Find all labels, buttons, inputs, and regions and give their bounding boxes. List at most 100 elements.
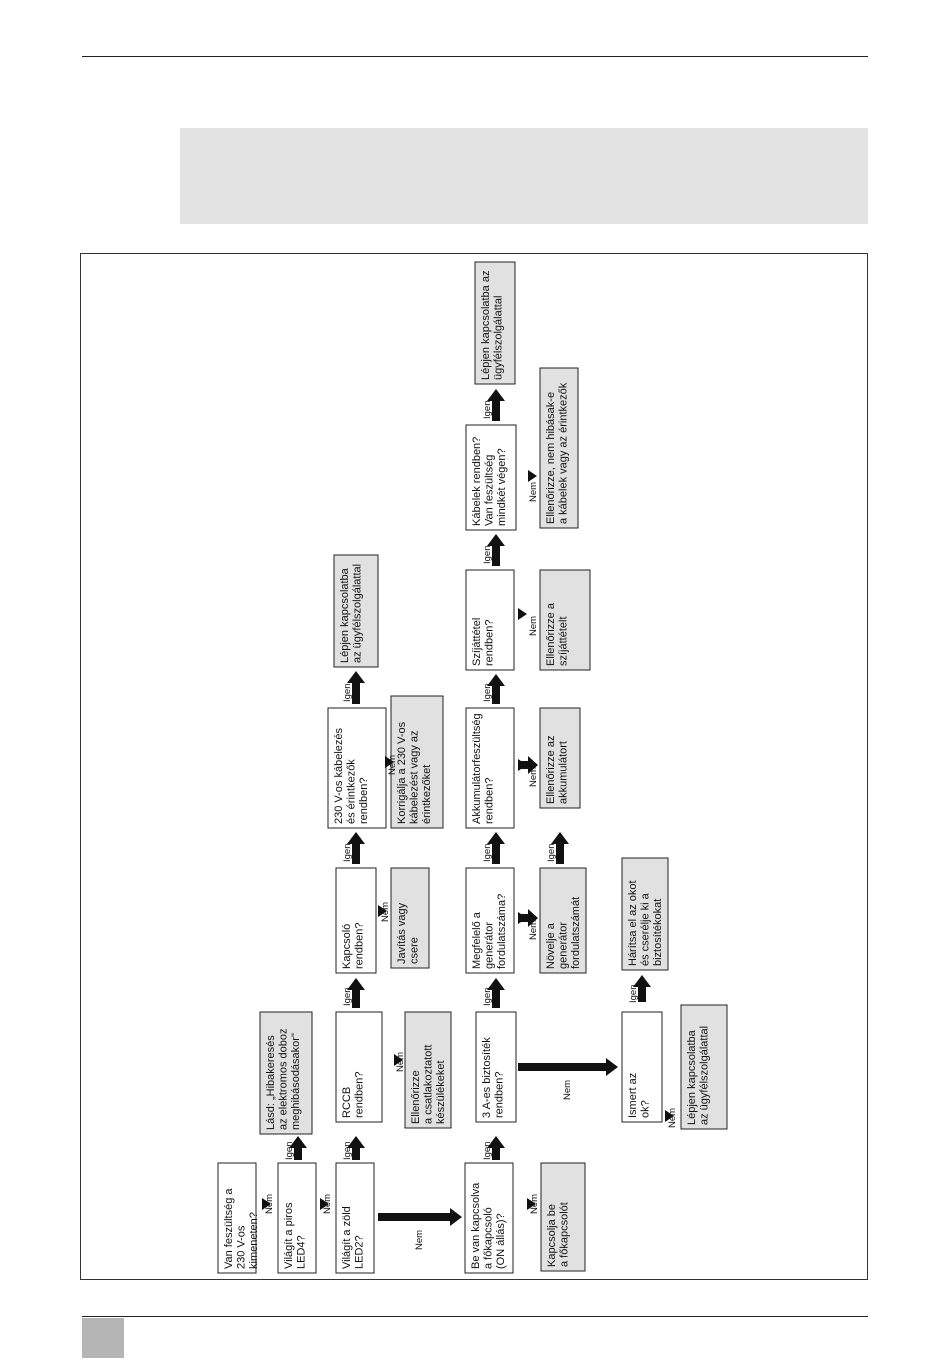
node-n7-text: 230 V-os kábelezésés érintkezőkrendben? — [333, 727, 370, 824]
node-a6: Javítás vagycsere — [390, 867, 430, 969]
node-a7: Korrigálja a 230 V-oskábelezést vagy azé… — [390, 695, 444, 829]
node-n11: Akkumulátorfeszültségrendben? — [465, 707, 515, 829]
label-no: Nem — [528, 920, 539, 940]
node-n7-box — [327, 707, 387, 829]
node-n2-text: Világít a pirosLED4? — [283, 1202, 308, 1269]
node-a5: Ellenőrizzea csatlakoztatottkészülékeket — [404, 1011, 452, 1129]
no-arrow — [518, 608, 527, 620]
label-no: Nem — [380, 902, 391, 922]
node-a9n-box — [680, 1004, 728, 1130]
node-n9: Ismert azok? — [621, 1011, 663, 1123]
label-yes: Igen — [628, 985, 639, 1004]
header-gray-band — [180, 128, 868, 224]
node-a6-text: Javítás vagycsere — [396, 902, 421, 964]
node-a12: Ellenőrizze aszíjáttételt — [539, 569, 591, 671]
node-a11-text: Ellenőrizze azakkumulátort — [545, 736, 570, 804]
node-n13: Kábelek rendben?Van feszültségmindkét vé… — [465, 424, 517, 531]
yes-arrow — [487, 978, 505, 1008]
node-a13: Ellenőrizze, nem hibásak-ea kábelek vagy… — [539, 367, 579, 529]
node-n4-box — [464, 1162, 514, 1274]
node-n2: Világít a pirosLED4? — [277, 1162, 317, 1274]
node-n10: Megfelelő agenerátorfordulatszáma? — [465, 867, 515, 974]
label-yes: Igen — [482, 844, 493, 863]
node-a10-box — [539, 867, 587, 974]
node-a2-text: Lásd: „Hibakeresésaz elektromos dobozmeg… — [265, 1029, 302, 1131]
top-rule — [82, 56, 868, 57]
node-a10-text: Növelje agenerátorfordulatszámát — [545, 897, 582, 969]
yes-arrow — [487, 389, 505, 421]
node-n6-box — [335, 867, 377, 974]
label-yes: Igen — [342, 844, 353, 863]
no-arrow-long — [518, 1058, 618, 1076]
node-n8: 3 A-es biztosítékrendben? — [475, 1011, 517, 1123]
yes-arrow — [289, 1136, 307, 1160]
node-n13-text: Kábelek rendben?Van feszültségmindkét vé… — [471, 437, 508, 526]
node-n10-box — [465, 867, 515, 974]
no-arrow — [320, 1198, 329, 1210]
no-arrow — [385, 756, 394, 768]
yes-arrow — [347, 1136, 365, 1160]
yes-arrow — [551, 832, 569, 864]
node-n1-text: Van feszültség a230 V-oskimeneten? — [223, 1188, 260, 1269]
no-arrow-large — [518, 909, 538, 927]
yes-arrow — [487, 832, 505, 864]
node-n13-box — [465, 424, 517, 531]
node-a7y-text: Lépjen kapcsolatbaaz ügyfélszolgálattal — [339, 564, 364, 663]
node-n10-text: Megfelelő agenerátorfordulatszáma? — [471, 894, 508, 969]
label-yes: Igen — [482, 401, 493, 420]
label-yes: Igen — [482, 1142, 493, 1161]
node-a7y: Lépjen kapcsolatbaaz ügyfélszolgálattal — [333, 554, 379, 668]
label-no: Nem — [414, 1230, 425, 1250]
label-no: Nem — [264, 1194, 275, 1214]
label-no: Nem — [528, 616, 539, 636]
yes-arrow — [347, 671, 365, 704]
node-a10: Növelje agenerátorfordulatszámát — [539, 867, 587, 974]
label-yes: Igen — [546, 844, 557, 863]
label-yes: Igen — [482, 988, 493, 1007]
node-a13-box — [539, 367, 579, 529]
yes-arrow — [633, 975, 651, 1002]
yes-arrow — [487, 534, 505, 566]
node-a9y-text: Hárítsa el az okotés cserélje ki abiztos… — [627, 880, 664, 966]
no-arrow — [527, 1198, 536, 1210]
node-a5-text: Ellenőrizzea csatlakoztatottkészülékeket — [410, 1045, 447, 1125]
yes-arrow — [347, 978, 365, 1008]
label-yes: Igen — [482, 684, 493, 703]
label-no: Nem — [322, 1194, 333, 1214]
node-a13y: Lépjen kapcsolatba azügyfélszolgálattal — [474, 261, 516, 385]
label-yes: Igen — [342, 988, 353, 1007]
label-no: Nem — [562, 1080, 573, 1100]
node-n5: RCCBrendben? — [335, 1011, 383, 1123]
node-a9n: Lépjen kapcsolatbaaz ügyfélszolgálattal — [680, 1004, 728, 1130]
node-n5-text: RCCBrendben? — [341, 1072, 366, 1119]
node-n6: Kapcsolórendben? — [335, 867, 377, 974]
node-a7y-box — [333, 554, 379, 668]
node-n4: Be van kapcsolvaa főkapcsoló(ON állás)? — [464, 1162, 514, 1274]
node-n2-box — [277, 1162, 317, 1274]
label-no: Nem — [528, 767, 539, 787]
node-n8-text: 3 A-es biztosítékrendben? — [481, 1037, 506, 1118]
no-arrow — [665, 1110, 674, 1122]
node-a12-text: Ellenőrizze aszíjáttételt — [545, 602, 570, 666]
node-n7: 230 V-os kábelezésés érintkezőkrendben? — [327, 707, 387, 829]
node-a7-box — [390, 695, 444, 829]
yes-arrow — [487, 674, 505, 704]
no-arrow — [378, 905, 387, 917]
no-arrow-long — [378, 1208, 462, 1226]
node-a2: Lásd: „Hibakeresésaz elektromos dobozmeg… — [259, 1011, 313, 1135]
yes-arrow — [347, 832, 365, 864]
node-n12: Szíjáttételrendben? — [465, 569, 515, 671]
node-a9y-box — [621, 857, 669, 971]
no-arrow — [262, 1198, 271, 1210]
no-arrow-large — [518, 756, 538, 774]
node-a12-box — [539, 569, 591, 671]
node-a7-text: Korrigálja a 230 V-oskábelezést vagy azé… — [396, 721, 433, 824]
node-a11: Ellenőrizze azakkumulátort — [539, 707, 581, 809]
page-number-tab — [82, 1318, 124, 1358]
node-n12-text: Szíjáttételrendben? — [471, 618, 496, 666]
label-no: Nem — [667, 1108, 678, 1128]
node-a13-text: Ellenőrizze, nem hibásak-ea kábelek vagy… — [545, 382, 570, 524]
node-a11-box — [539, 707, 581, 809]
node-n5-box — [335, 1011, 383, 1123]
